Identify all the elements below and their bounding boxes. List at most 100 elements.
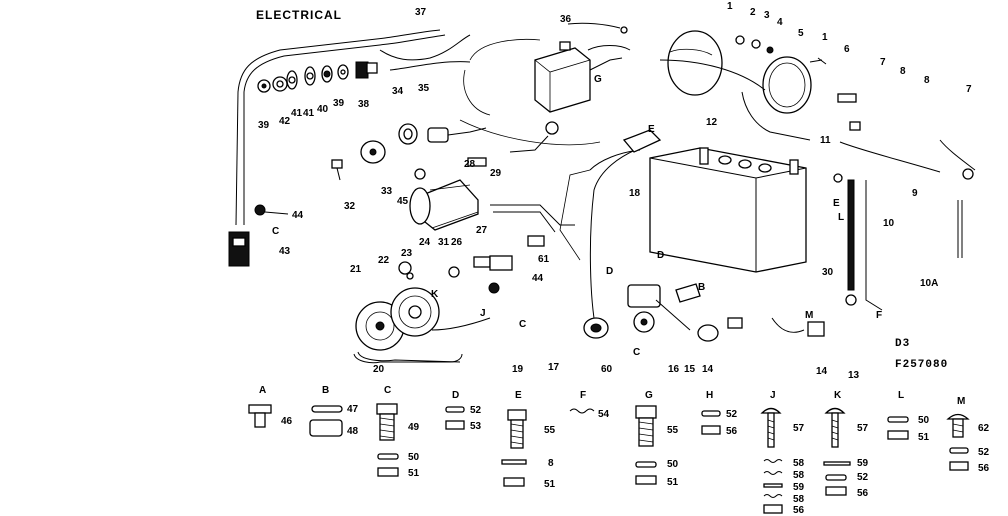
callout-39b: 39 <box>333 98 345 109</box>
connector-43 <box>228 231 250 267</box>
callout-10: 10 <box>883 218 895 229</box>
lamp-socket-parts <box>257 61 378 93</box>
engine-outline <box>459 38 601 261</box>
callout-20: 20 <box>373 364 385 375</box>
hardware-C-item-1: 49 <box>408 422 420 433</box>
callout-5: 5 <box>798 28 804 39</box>
callout-18: 18 <box>629 188 641 199</box>
drawing-code-line2: F257080 <box>895 359 948 371</box>
hardware-letter-A: A <box>259 385 266 396</box>
callout-labels: 37 36 G 1 2 3 4 5 1 6 7 8 8 7 9 10 10A 1… <box>258 1 972 381</box>
callout-14b: 14 <box>816 366 828 377</box>
hardware-letter-E: E <box>515 390 522 401</box>
ground-cable-30 <box>833 173 857 306</box>
callout-28: 28 <box>464 159 476 170</box>
callout-letter-L: L <box>838 212 844 223</box>
ignition-switch-33 <box>360 140 386 164</box>
hardware-C-item-3: 51 <box>408 468 420 479</box>
callout-2: 2 <box>750 7 756 18</box>
hardware-B-item-2: 48 <box>347 426 359 437</box>
generator <box>409 179 479 231</box>
callout-29: 29 <box>490 168 502 179</box>
battery <box>649 147 807 273</box>
callout-G: G <box>594 74 602 85</box>
battery-cable-17 <box>589 147 641 331</box>
hardware-G-item-1: 55 <box>667 425 679 436</box>
hardware-G-item-3: 51 <box>667 477 679 488</box>
grommet-14 <box>697 317 743 342</box>
hardware-letter-D: D <box>452 390 459 401</box>
callout-letter-C2: C <box>519 319 526 330</box>
hardware-letter-F: F <box>580 390 586 401</box>
callout-1a: 1 <box>727 1 733 12</box>
connector-27 <box>448 255 513 278</box>
callout-15: 15 <box>684 364 696 375</box>
callout-13: 13 <box>848 370 860 381</box>
callout-7b: 7 <box>966 84 972 95</box>
callout-1b: 1 <box>822 32 828 43</box>
hardware-2-6 <box>735 35 827 65</box>
hardware-M-item-3: 56 <box>978 463 990 474</box>
callout-41b: 41 <box>303 108 315 119</box>
hardware-J-item-2: 58 <box>793 458 805 469</box>
headlight-wire <box>659 59 766 91</box>
hardware-B-item-1: 47 <box>347 404 359 415</box>
callout-letter-D1: D <box>606 266 613 277</box>
hardware-letter-B: B <box>322 385 329 396</box>
callout-7a: 7 <box>880 57 886 68</box>
callout-60: 60 <box>601 364 613 375</box>
hardware-M-item-1: 62 <box>978 423 990 434</box>
hardware-letter-G: G <box>645 390 653 401</box>
battery-cable-upper <box>589 149 641 171</box>
callout-33: 33 <box>381 186 393 197</box>
rod-10A <box>957 200 963 258</box>
headlight-lead-11 <box>741 91 811 141</box>
callout-42: 42 <box>279 116 291 127</box>
solenoid-switch <box>627 284 691 333</box>
callout-35: 35 <box>418 83 430 94</box>
callout-40: 40 <box>317 104 329 115</box>
washer-34 <box>398 123 418 145</box>
horn-assembly <box>355 287 491 363</box>
hardware-K-item-1: 57 <box>857 423 869 434</box>
callout-21: 21 <box>350 264 362 275</box>
hardware-M-item-2: 52 <box>978 447 990 458</box>
callout-letter-C3: C <box>633 347 640 358</box>
callout-8b: 8 <box>924 75 930 86</box>
hardware-J-item-5: 58 <box>793 494 805 505</box>
callout-3: 3 <box>764 10 770 21</box>
clip-45 <box>414 168 426 180</box>
fuse-18 <box>622 129 662 153</box>
button-22-23 <box>398 261 414 280</box>
callout-letter-J: J <box>480 308 486 319</box>
hardware-K-item-2: 59 <box>857 458 869 469</box>
callout-44a: 44 <box>292 210 304 221</box>
coil-35 <box>427 127 487 143</box>
callout-44b: 44 <box>532 273 544 284</box>
callout-17: 17 <box>548 362 560 373</box>
callout-43: 43 <box>279 246 291 257</box>
callout-37: 37 <box>415 7 427 18</box>
bracket-26 <box>490 204 575 233</box>
callout-23: 23 <box>401 248 413 259</box>
terminal-wire-36 <box>567 22 628 34</box>
callout-letter-M: M <box>805 310 813 321</box>
callout-8a: 8 <box>900 66 906 77</box>
hardware-E-item-3: 51 <box>544 479 556 490</box>
callout-24: 24 <box>419 237 431 248</box>
hardware-J-item-3: 58 <box>793 470 805 481</box>
hardware-K-item-4: 56 <box>857 488 869 499</box>
hardware-G-item-2: 50 <box>667 459 679 470</box>
hardware-letter-L: L <box>898 390 904 401</box>
hardware-J-item-4: 59 <box>793 482 805 493</box>
resistor-61 <box>527 235 545 247</box>
hardware-legend: A 46 B 47 48 C 49 50 51 D 52 53 E 55 8 5… <box>248 385 990 516</box>
hardware-D-item-1: 52 <box>470 405 482 416</box>
callout-letter-C1: C <box>272 226 279 237</box>
callout-11: 11 <box>820 135 831 146</box>
hardware-C-item-2: 50 <box>408 452 420 463</box>
hardware-E-item-2: 8 <box>548 458 554 469</box>
callout-34: 34 <box>392 86 404 97</box>
